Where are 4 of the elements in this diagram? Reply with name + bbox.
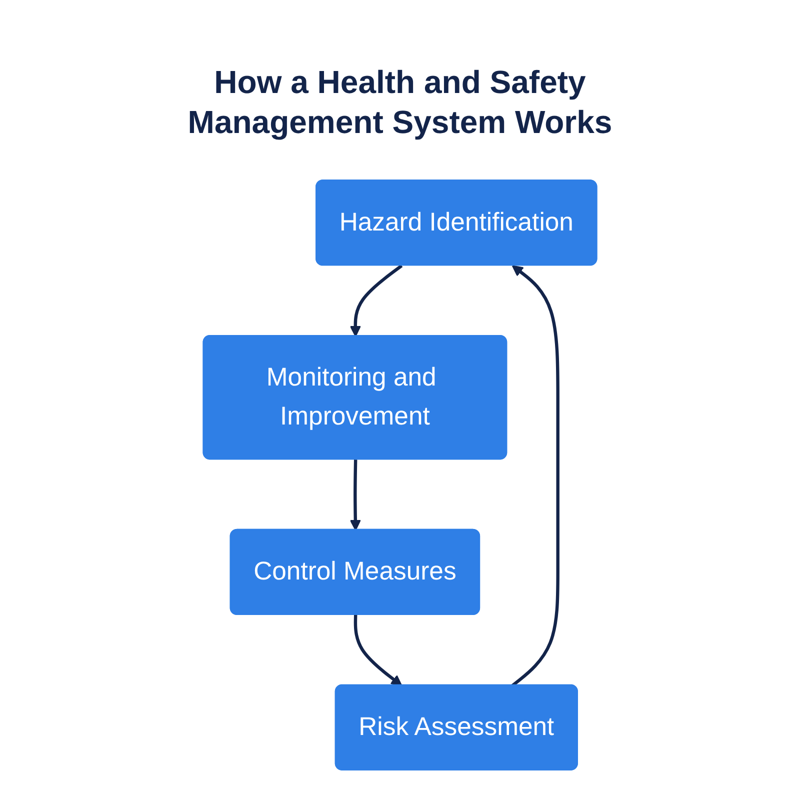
arrow — [354, 614, 402, 686]
title: How a Health and Safety Management System Works — [186, 63, 614, 142]
arrow — [350, 460, 362, 531]
arrow — [350, 264, 403, 337]
